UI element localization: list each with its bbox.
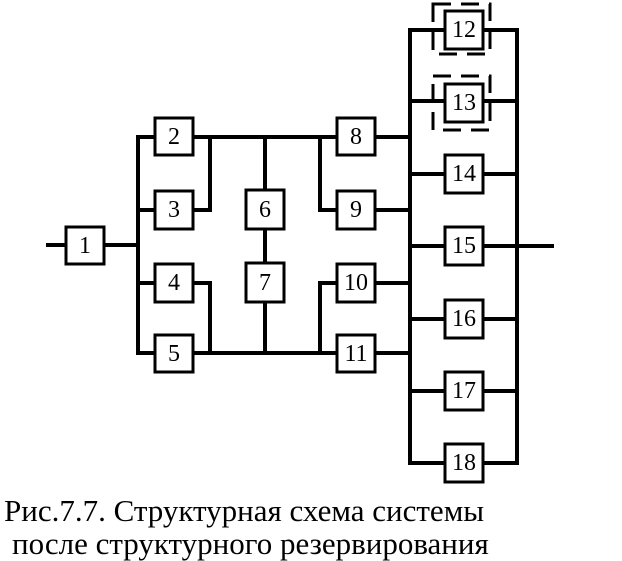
block-17: 17 <box>443 370 485 412</box>
block-4: 4 <box>153 262 195 304</box>
svg-text:12: 12 <box>452 17 476 43</box>
block-6: 6 <box>244 188 286 231</box>
block-2: 2 <box>153 116 195 157</box>
block-12: 12 <box>443 9 485 51</box>
block-7: 7 <box>244 261 286 304</box>
svg-text:2: 2 <box>168 124 180 150</box>
block-1: 1 <box>64 225 106 266</box>
svg-text:9: 9 <box>350 197 362 223</box>
svg-text:4: 4 <box>168 270 180 296</box>
svg-text:8: 8 <box>350 124 362 150</box>
figure-caption: Рис.7.7. Структурная схема системы после… <box>0 494 622 560</box>
block-3: 3 <box>153 189 195 231</box>
block-11: 11 <box>335 333 377 374</box>
block-16: 16 <box>443 298 485 340</box>
wires <box>46 28 554 465</box>
svg-text:7: 7 <box>259 270 271 296</box>
block-14: 14 <box>443 153 485 195</box>
reliability-block-diagram: 1 2 3 4 5 6 7 8 9 10 11 12 13 14 15 16 1… <box>46 2 554 484</box>
svg-text:11: 11 <box>344 341 367 367</box>
block-8: 8 <box>335 116 377 157</box>
block-18: 18 <box>443 442 485 484</box>
block-5: 5 <box>153 333 195 374</box>
block-13: 13 <box>443 82 485 124</box>
svg-text:10: 10 <box>344 270 368 296</box>
dashed-frame-12 <box>431 2 492 56</box>
svg-text:3: 3 <box>168 197 180 223</box>
dashed-frame-13 <box>431 74 492 132</box>
caption-line-1: Рис.7.7. Структурная схема системы <box>4 493 485 528</box>
caption-line-2: после структурного резервирования <box>12 526 489 561</box>
svg-text:18: 18 <box>452 450 476 476</box>
svg-text:16: 16 <box>452 306 476 332</box>
block-9: 9 <box>335 189 377 231</box>
svg-text:6: 6 <box>259 197 271 223</box>
svg-text:15: 15 <box>452 233 476 259</box>
svg-text:5: 5 <box>168 341 180 367</box>
svg-text:14: 14 <box>452 161 476 187</box>
block-10: 10 <box>335 262 377 304</box>
svg-text:1: 1 <box>79 233 91 259</box>
svg-text:17: 17 <box>452 378 476 404</box>
svg-text:13: 13 <box>452 90 476 116</box>
block-15: 15 <box>443 225 485 267</box>
